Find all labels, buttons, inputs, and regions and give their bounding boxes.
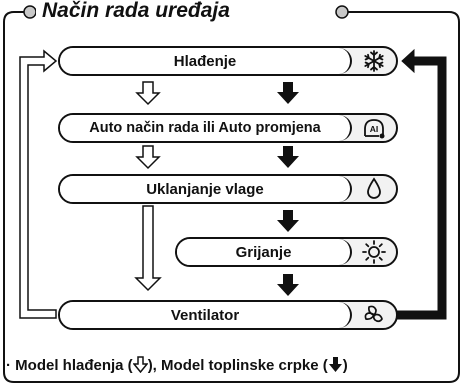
legend-heat-pump-model: Model toplinske crpke ( <box>161 357 328 374</box>
mode-label: Auto način rada ili Auto promjena <box>60 115 352 141</box>
fan-icon <box>352 302 396 328</box>
hollow-long-down-arrow <box>134 205 162 292</box>
mode-heating: Grijanje <box>175 237 398 267</box>
legend-bullet: · <box>6 357 11 374</box>
mode-cooling: Hlađenje <box>58 46 398 76</box>
legend: · Model hlađenja (), Model toplinske crp… <box>6 356 348 377</box>
legend-separator: ), <box>147 357 162 374</box>
title-right-dot <box>335 5 349 19</box>
water-drop-icon <box>352 176 396 202</box>
mode-label: Uklanjanje vlage <box>60 176 352 202</box>
mode-label: Ventilator <box>60 302 352 328</box>
cooling-loop-connector <box>19 49 58 319</box>
outer-frame <box>3 11 460 383</box>
hollow-down-arrow <box>135 81 161 106</box>
mode-label: Grijanje <box>177 239 352 265</box>
sun-icon <box>352 239 396 265</box>
legend-cooling-model: Model hlađenja ( <box>15 357 133 374</box>
solid-down-arrow <box>277 146 299 168</box>
mode-label: Hlađenje <box>60 48 352 74</box>
solid-down-arrow <box>277 82 299 104</box>
solid-down-arrow-icon <box>328 356 343 377</box>
mode-fan: Ventilator <box>58 300 398 330</box>
page-title: Način rada uređaja <box>36 0 236 23</box>
snowflake-icon <box>352 48 396 74</box>
mode-dehumidify: Uklanjanje vlage <box>58 174 398 204</box>
title-left-dot <box>23 5 37 19</box>
auto-ai-icon: AI <box>352 115 396 141</box>
solid-down-arrow <box>277 210 299 232</box>
heatpump-loop-connector <box>395 48 447 320</box>
svg-text:AI: AI <box>370 124 379 134</box>
hollow-down-arrow-icon <box>132 356 149 377</box>
hollow-down-arrow <box>135 145 161 170</box>
mode-auto: Auto način rada ili Auto promjena AI <box>58 113 398 143</box>
legend-close: ) <box>342 357 348 374</box>
solid-down-arrow <box>277 274 299 296</box>
